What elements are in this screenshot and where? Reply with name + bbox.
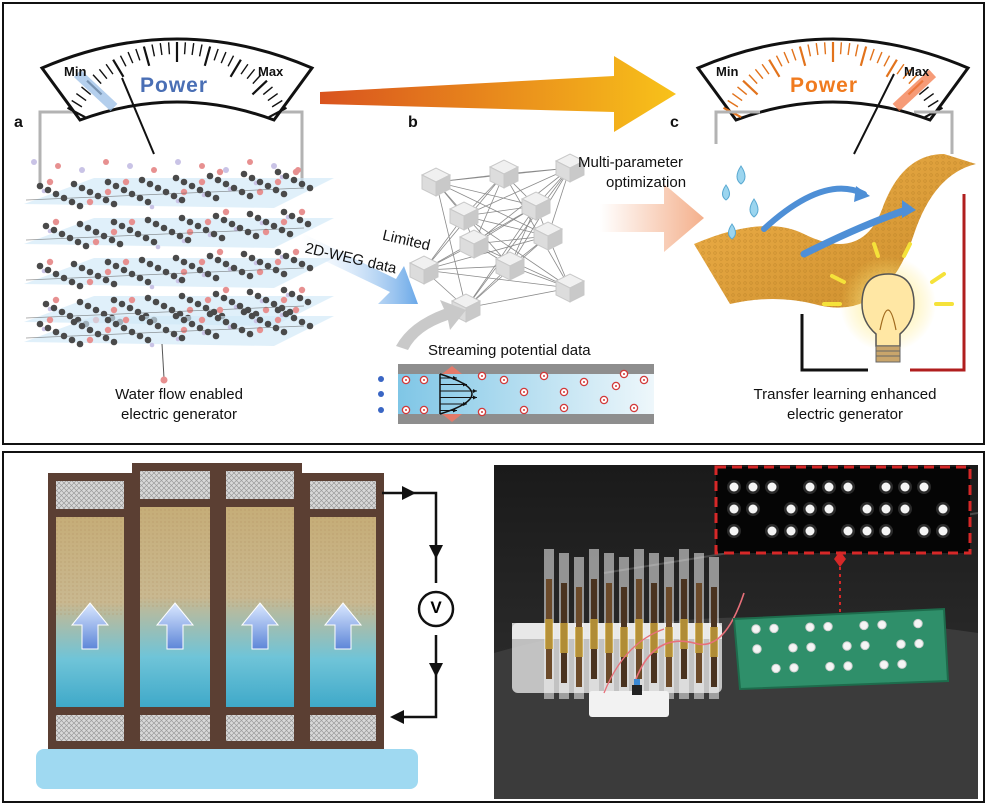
graphene-stack	[24, 159, 334, 384]
panel-letter-c: c	[670, 114, 679, 131]
droplets	[722, 165, 759, 240]
black-wire	[800, 314, 868, 372]
bottom-diagram	[36, 463, 979, 799]
gold-membrane	[694, 154, 976, 308]
gauge-a-max: Max	[258, 64, 284, 79]
folding-screen	[48, 463, 384, 749]
opt-label-1: Multi-parameter	[578, 154, 684, 171]
optimization-arrow	[600, 184, 704, 252]
caption-c-2: electric generator	[787, 406, 903, 423]
gauge-c-title: Power	[790, 74, 859, 97]
wire-left-a	[38, 110, 100, 189]
big-arrow	[320, 56, 676, 132]
limited-data-arrow	[298, 234, 418, 304]
water-tray	[36, 749, 418, 789]
streaming-channel	[378, 364, 654, 424]
caption-a-1: Water flow enabled	[115, 386, 243, 403]
caption-c-1: Transfer learning enhanced	[753, 386, 937, 403]
bottom-panel: V	[2, 451, 985, 803]
streaming-label: Streaming potential data	[428, 342, 591, 359]
streaming-arrow	[396, 300, 466, 350]
led-inset	[714, 465, 972, 555]
gauge-c-min: Min	[716, 64, 739, 79]
voltmeter-label: V	[430, 598, 442, 617]
opt-label-2: optimization	[606, 174, 687, 191]
red-wire	[910, 194, 966, 372]
top-panel: a b c Min Max Power Min Max Power Limite…	[2, 2, 985, 445]
caption-a-2: electric generator	[121, 406, 237, 423]
light-bulb-icon	[822, 242, 954, 363]
panel-letter-b: b	[408, 114, 418, 131]
gauge-c	[695, 37, 971, 155]
gauge-c-max: Max	[904, 64, 930, 79]
voltmeter-icon	[417, 590, 455, 628]
gauge-a-min: Min	[64, 64, 87, 79]
gauge-a-title: Power	[140, 74, 209, 97]
voltmeter-circuit	[382, 486, 455, 724]
top-diagram	[24, 37, 976, 424]
photo	[494, 465, 979, 799]
neural-network	[408, 153, 586, 323]
gauge-a	[39, 37, 315, 155]
panel-letter-a: a	[14, 114, 23, 131]
